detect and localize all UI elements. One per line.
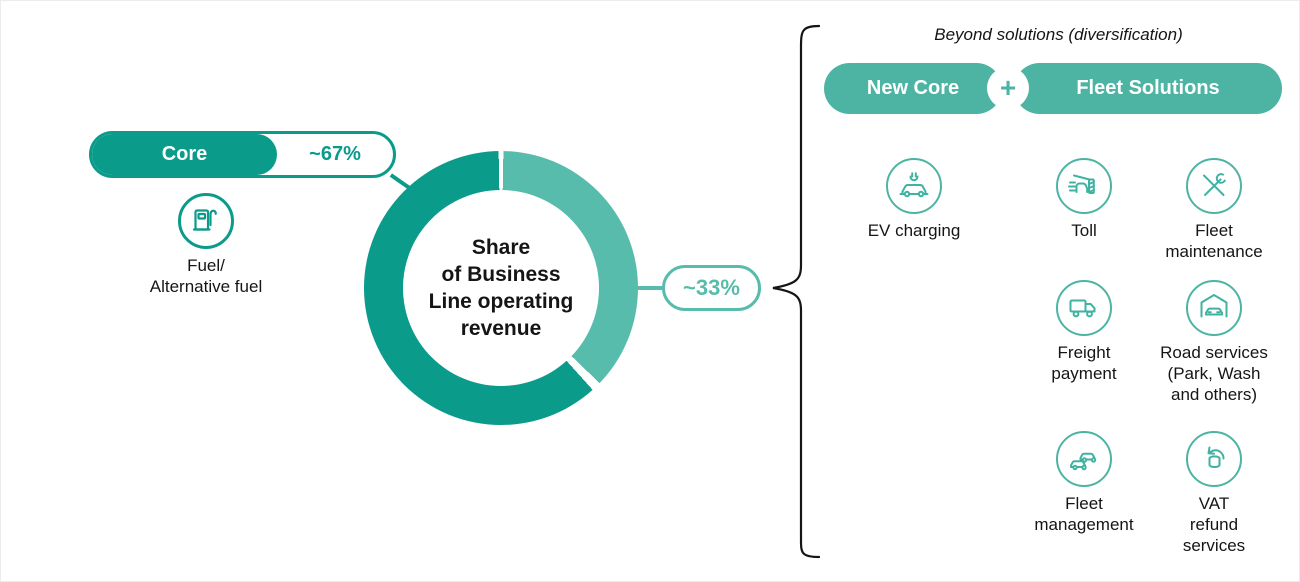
service-label: Road services (Park, Wash and others) — [1160, 343, 1268, 404]
freight-payment-icon — [1056, 280, 1112, 336]
fuel-pump-icon — [178, 193, 234, 249]
core-share-pill: Core ~67% — [89, 131, 396, 178]
service-label: Toll — [1071, 221, 1097, 240]
service-label: Freight payment — [1051, 343, 1117, 383]
core-label: Core — [92, 134, 277, 175]
beyond-share-callout: ~33% — [662, 265, 761, 311]
plus-icon: + — [987, 67, 1029, 109]
fleet-solutions-pill: Fleet Solutions — [1014, 63, 1282, 114]
core-share-value: ~67% — [309, 143, 361, 165]
donut-title-line2: of Business — [441, 263, 561, 286]
service-road-services: Road services (Park, Wash and others) — [1129, 280, 1299, 405]
fuel-label: Fuel/ Alternative fuel — [149, 256, 263, 296]
donut-title-line3: Line operating — [428, 290, 574, 313]
road-services-icon — [1186, 280, 1242, 336]
service-label: Fleet maintenance — [1165, 221, 1263, 261]
new-core-pill: New Core — [824, 63, 1002, 114]
service-label: Fleet management — [1034, 494, 1134, 534]
service-label: EV charging — [867, 221, 961, 240]
toll-icon — [1056, 158, 1112, 214]
donut-title-line1: Share — [471, 236, 531, 259]
service-fleet-management: Fleet management — [999, 431, 1169, 535]
donut-chart: Share of Business Line operating revenue — [364, 151, 638, 425]
service-freight-payment: Freight payment — [999, 280, 1169, 384]
beyond-connector-line — [635, 286, 665, 290]
service-toll: Toll — [999, 158, 1169, 241]
curly-brace — [772, 24, 820, 559]
service-fleet-maintenance: Fleet maintenance — [1129, 158, 1299, 262]
donut-title: Share of Business Line operating revenue — [429, 234, 574, 342]
donut-center: Share of Business Line operating revenue — [403, 190, 599, 386]
fleet-maintenance-icon — [1186, 158, 1242, 214]
beyond-title: Beyond solutions (diversification) — [934, 25, 1183, 44]
donut-title-line4: revenue — [460, 317, 542, 340]
vat-refund-icon — [1186, 431, 1242, 487]
service-label: VAT refund services — [1182, 494, 1246, 555]
service-ev-charging: EV charging — [829, 158, 999, 241]
service-vat-refund: VAT refund services — [1129, 431, 1299, 556]
core-service-fuel: Fuel/ Alternative fuel — [121, 193, 291, 297]
fleet-management-icon — [1056, 431, 1112, 487]
ev-charging-icon — [886, 158, 942, 214]
